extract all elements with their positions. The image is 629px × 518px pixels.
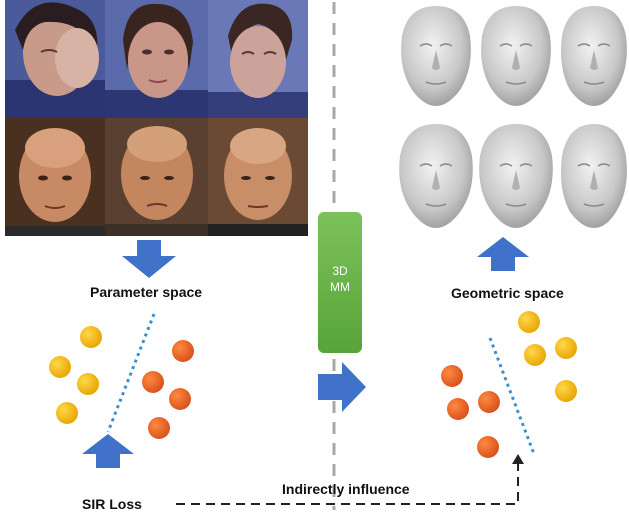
photo-man-1 xyxy=(5,118,105,236)
3dmm-label-line1: 3D xyxy=(332,264,348,278)
param-dot-orange xyxy=(148,417,170,439)
geo-dot-orange xyxy=(478,391,500,413)
photo-woman-1 xyxy=(5,0,105,118)
geo-dot-orange xyxy=(441,365,463,387)
face-3d-6 xyxy=(561,124,627,228)
down-arrow-icon xyxy=(122,240,176,278)
face-3d-1 xyxy=(401,6,471,106)
photo-woman-3 xyxy=(208,0,308,118)
face-3d-3 xyxy=(561,6,627,106)
geo-dot-yellow xyxy=(518,311,540,333)
param-dot-yellow xyxy=(56,402,78,424)
face-3d-2 xyxy=(481,6,551,106)
3dmm-box: 3D MM xyxy=(318,212,362,353)
geo-dot-yellow xyxy=(524,344,546,366)
up-arrow-icon xyxy=(477,237,529,271)
param-separator xyxy=(106,313,156,433)
right-arrow-icon xyxy=(318,362,366,412)
3dmm-label-line2: MM xyxy=(330,280,350,294)
param-dot-yellow xyxy=(80,326,102,348)
param-dot-yellow xyxy=(77,373,99,395)
face-3d-4 xyxy=(399,124,473,228)
geo-dot-yellow xyxy=(555,380,577,402)
sir-up-arrow-icon xyxy=(82,434,134,468)
param-dot-yellow xyxy=(49,356,71,378)
indirect-arrowhead-icon xyxy=(512,454,524,464)
face-3d-5 xyxy=(479,124,553,228)
geometric-space-label: Geometric space xyxy=(451,285,564,301)
param-dot-orange xyxy=(142,371,164,393)
photo-man-2 xyxy=(105,118,208,236)
geo-dot-orange xyxy=(477,436,499,458)
photo-man-3 xyxy=(208,118,308,236)
geo-dot-orange xyxy=(447,398,469,420)
indirect-influence-line xyxy=(176,460,519,505)
indirect-influence-label: Indirectly influence xyxy=(282,481,410,497)
param-dot-orange xyxy=(172,340,194,362)
sir-loss-label: SIR Loss xyxy=(82,496,142,512)
geo-dot-yellow xyxy=(555,337,577,359)
parameter-space-label: Parameter space xyxy=(90,284,203,300)
param-dot-orange xyxy=(169,388,191,410)
photo-woman-2 xyxy=(105,0,208,118)
